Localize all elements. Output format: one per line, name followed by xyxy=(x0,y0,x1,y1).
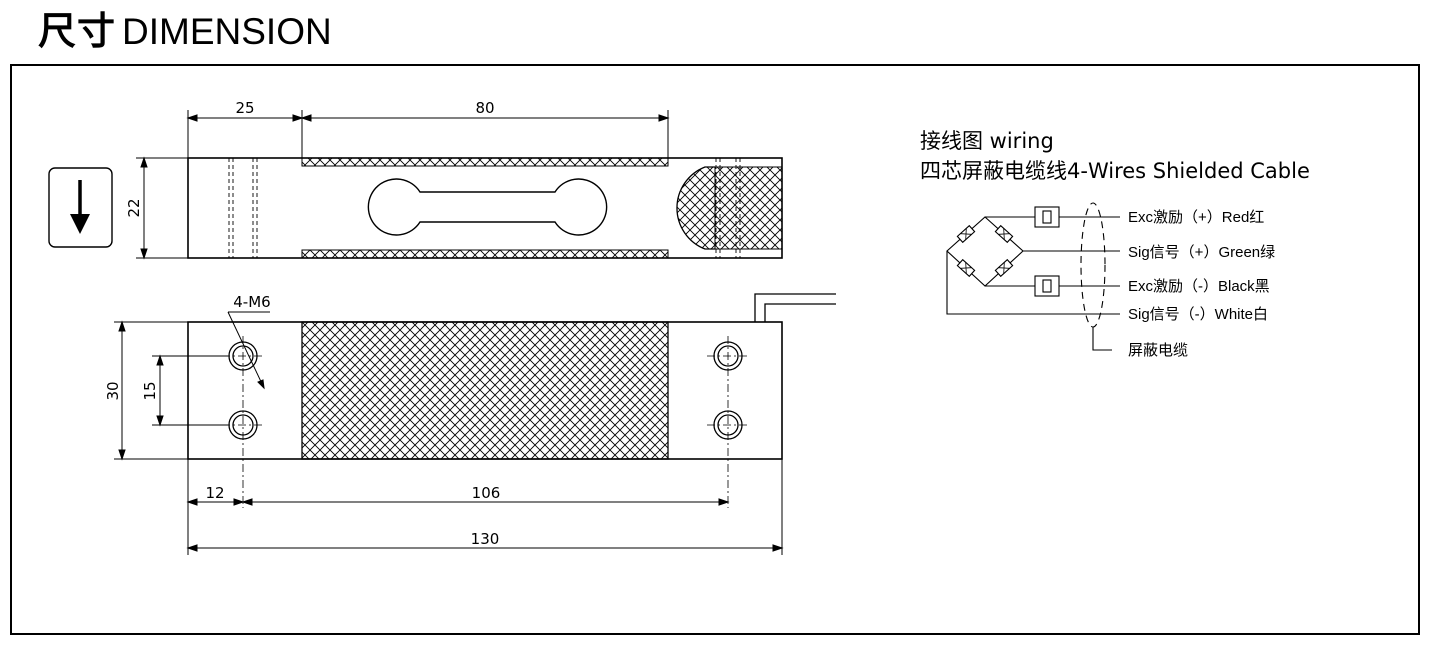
wire-sig-positive: Sig信号（+）Green绿 xyxy=(1128,244,1275,261)
top-view xyxy=(187,157,783,259)
dim-106: 106 xyxy=(472,484,501,502)
wiring-subtitle: 四芯屏蔽电缆线4-Wires Shielded Cable xyxy=(920,159,1310,183)
dim-130: 130 xyxy=(471,530,500,548)
top-dimension-lines xyxy=(136,110,670,260)
drawing-frame xyxy=(10,64,1420,635)
dim-25: 25 xyxy=(235,99,254,117)
dim-22: 22 xyxy=(125,198,143,217)
wire-sig-negative: Sig信号（-）White白 xyxy=(1128,306,1268,323)
dim-15: 15 xyxy=(141,381,159,400)
wiring-title: 接线图 wiring xyxy=(920,129,1054,153)
dim-12: 12 xyxy=(205,484,224,502)
strain-gauge-icon xyxy=(956,224,1014,278)
shield-cable-label: 屏蔽电缆 xyxy=(1128,342,1188,359)
thread-leader xyxy=(227,311,270,390)
dim-4-m6: 4-M6 xyxy=(233,293,270,311)
front-dimension-lines xyxy=(114,320,784,555)
load-direction-icon xyxy=(48,167,113,248)
title-en: DIMENSION xyxy=(122,11,332,52)
front-view xyxy=(187,293,836,508)
wire-exc-negative: Exc激励（-）Black黑 xyxy=(1128,278,1270,295)
title-zh: 尺寸 xyxy=(38,9,117,53)
dim-30: 30 xyxy=(104,381,122,400)
wiring-diagram xyxy=(946,202,1120,351)
dim-80: 80 xyxy=(475,99,494,117)
wire-exc-positive: Exc激励（+）Red红 xyxy=(1128,209,1264,226)
